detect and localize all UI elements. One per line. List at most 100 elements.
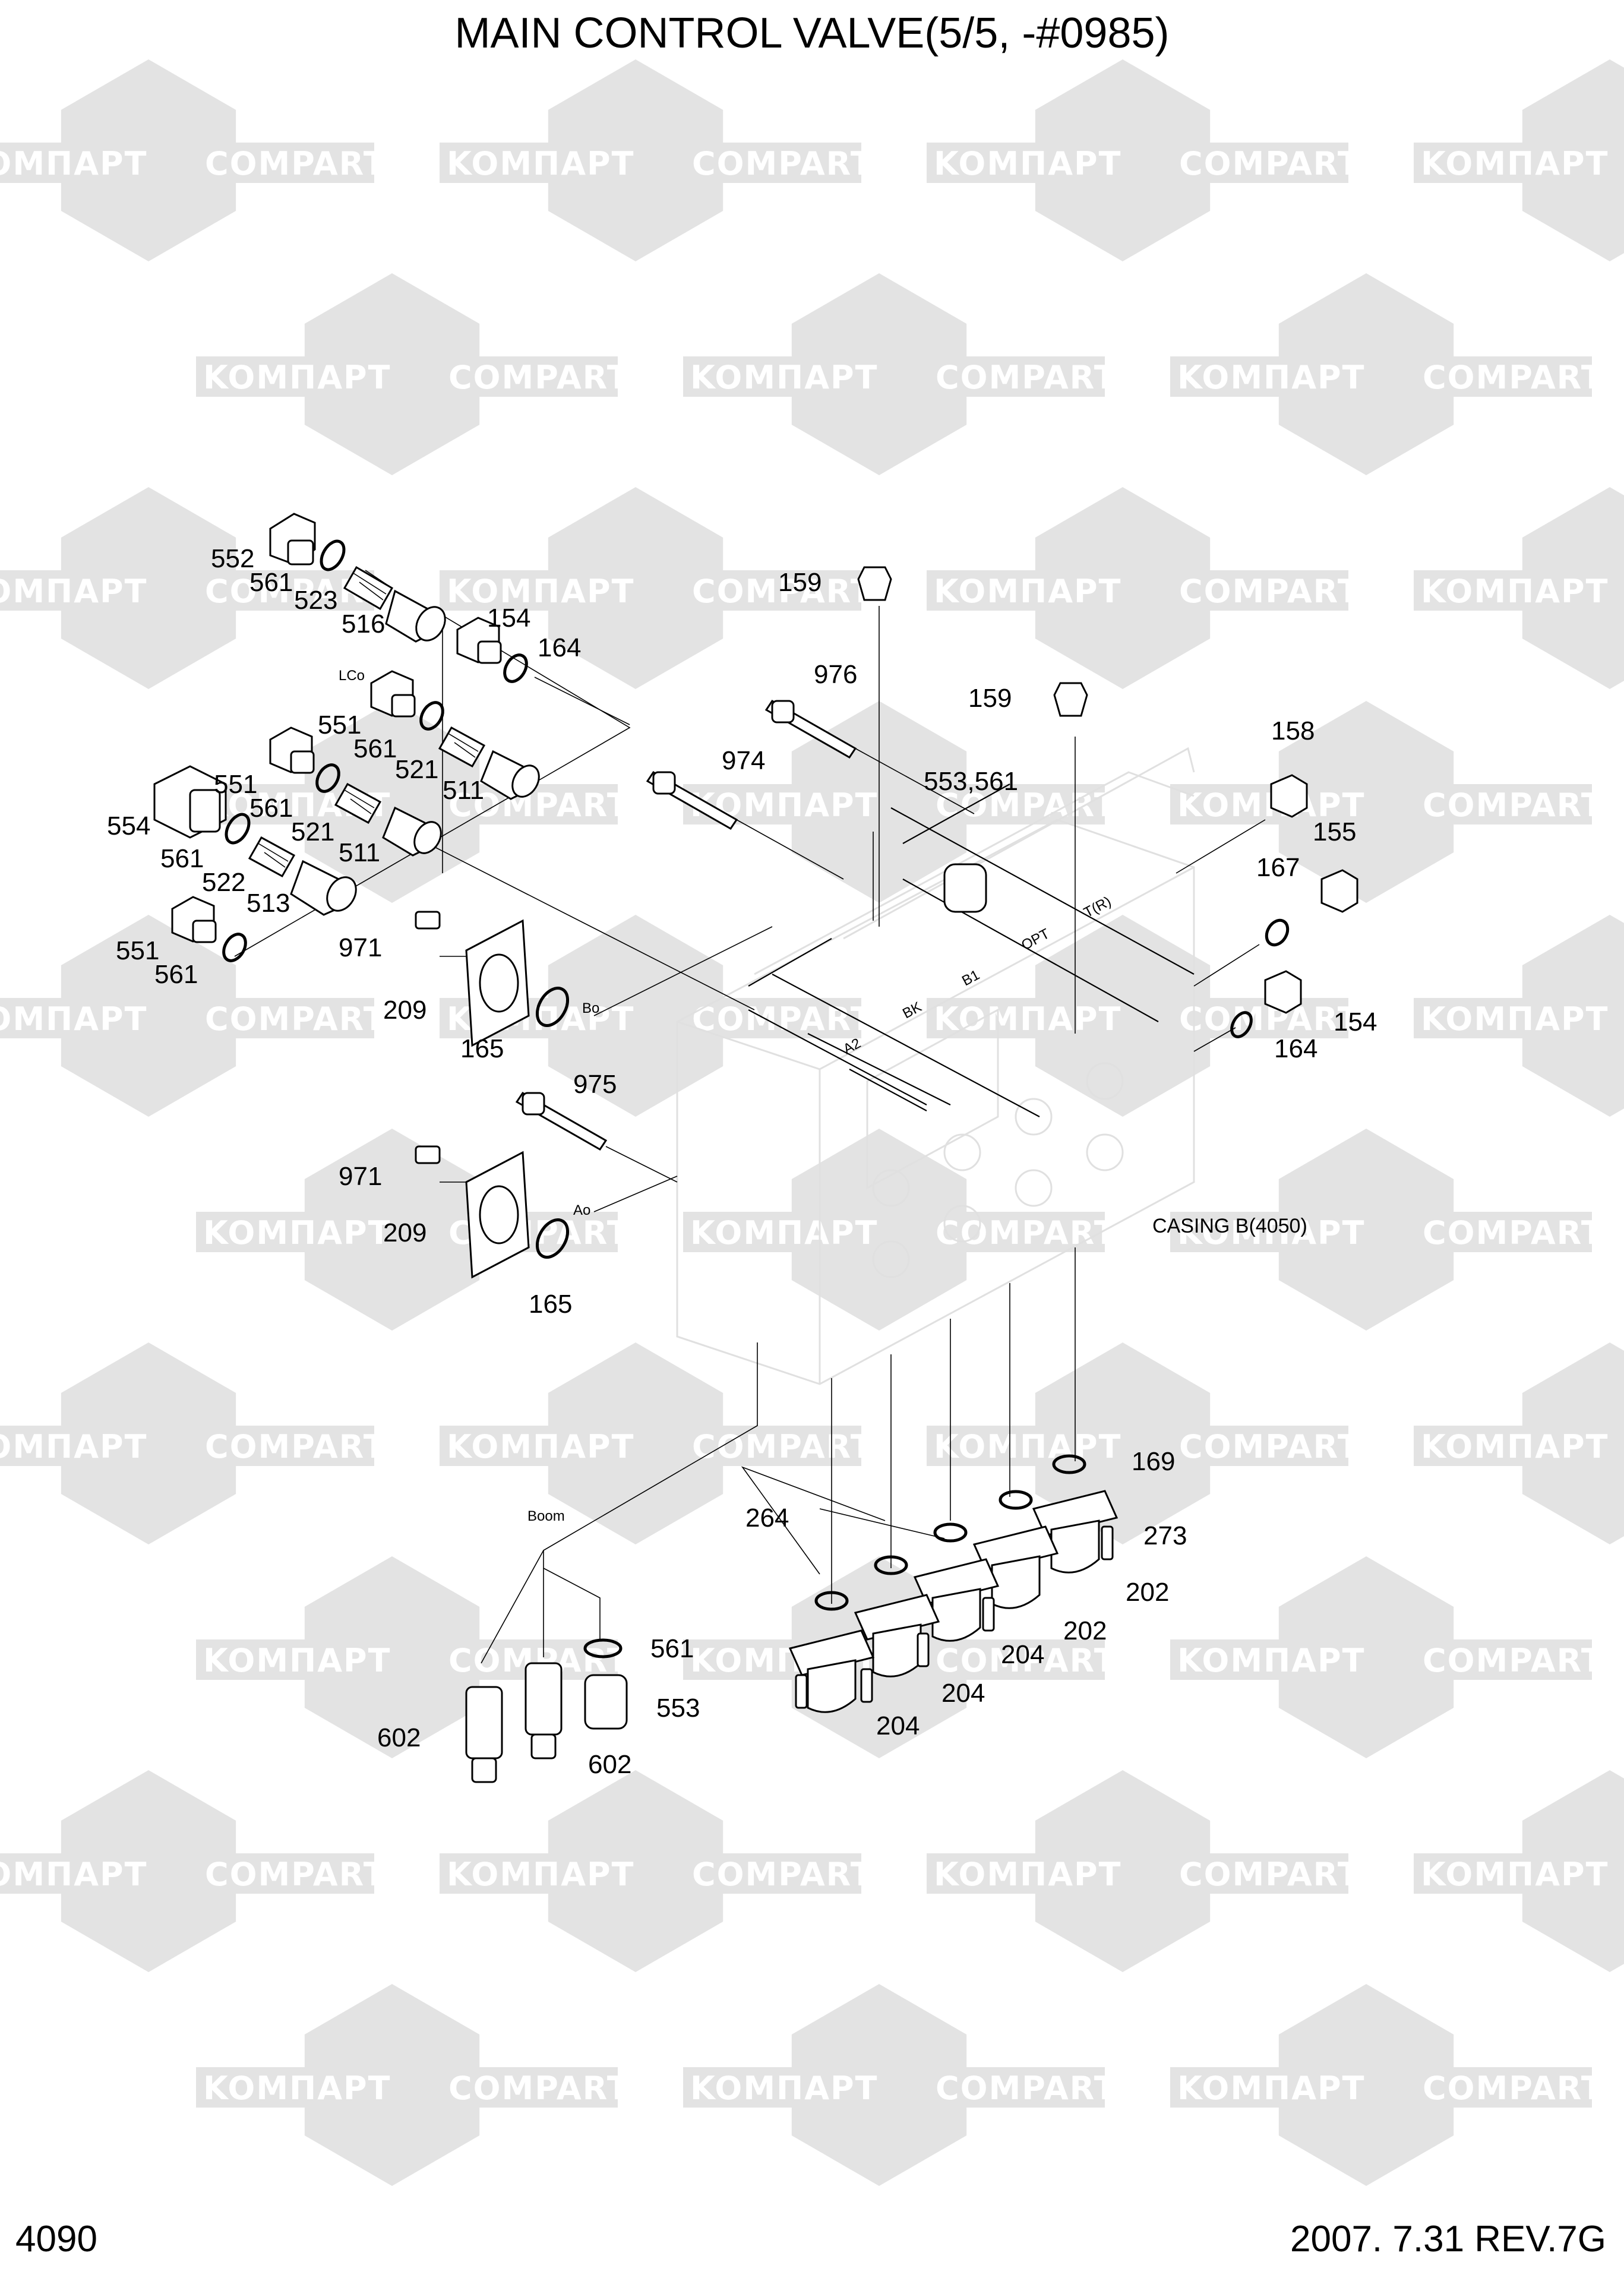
watermark-band xyxy=(1170,1639,1337,1680)
watermark-band xyxy=(1170,2067,1337,2108)
watermark-text: COMPART xyxy=(936,359,1117,396)
watermark-layer: KOMПАРТ COMPART KOMПАРТ COMPART KOMПАРТ COMPA… xyxy=(0,59,1624,2186)
callout-561: 561 xyxy=(353,734,397,763)
watermark-text: KOMПАРТ xyxy=(203,1642,391,1679)
callout-971: 971 xyxy=(339,1162,382,1191)
watermark-hexagon xyxy=(1035,1342,1211,1544)
left-parts-cluster xyxy=(153,513,540,962)
watermark-text: COMPART xyxy=(205,1428,387,1465)
watermark-text: KOMПАРТ xyxy=(934,1856,1121,1893)
watermark-band xyxy=(0,570,119,611)
watermark-text: KOMПАРТ xyxy=(690,359,878,396)
callout-155: 155 xyxy=(1313,817,1356,846)
callout-553: 553 xyxy=(656,1694,700,1723)
callout-154: 154 xyxy=(487,604,530,633)
watermark-hexagon xyxy=(548,915,723,1117)
callout-971: 971 xyxy=(339,933,382,962)
port-label-opt: OPT xyxy=(1019,925,1053,953)
watermark-band xyxy=(1170,1853,1348,1894)
callout-511: 511 xyxy=(443,776,484,805)
watermark-text: KOMПАРТ xyxy=(0,1856,147,1893)
watermark-text: COMPART xyxy=(692,573,874,610)
page-title: MAIN CONTROL VALVE(5/5, -#0985) xyxy=(454,10,1170,57)
watermark-text: KOMПАРТ xyxy=(203,2070,391,2107)
watermark-band xyxy=(196,356,362,397)
watermark-text: COMPART xyxy=(936,1214,1117,1252)
callout-164: 164 xyxy=(538,633,581,662)
watermark-text: COMPART xyxy=(936,1642,1117,1679)
watermark-text: COMPART xyxy=(448,359,630,396)
watermark-band xyxy=(0,1853,119,1894)
watermark-text: COMPART xyxy=(1423,359,1604,396)
watermark-hexagon xyxy=(1035,1770,1211,1972)
watermark-band xyxy=(196,1639,362,1680)
watermark-text: COMPART xyxy=(1423,1642,1604,1679)
watermark-band xyxy=(683,356,849,397)
watermark-text: COMPART xyxy=(1423,2070,1604,2107)
watermark-band xyxy=(1170,1212,1337,1252)
watermark-band xyxy=(683,143,861,183)
watermark-band xyxy=(1170,356,1337,397)
callout-554: 554 xyxy=(107,811,150,841)
assembly-label: CASING B(4050) xyxy=(1152,1215,1307,1237)
watermark-text: KOMПАРТ xyxy=(447,1428,634,1465)
watermark-hexagon xyxy=(1278,1556,1454,1758)
watermark-band xyxy=(1414,998,1580,1038)
watermark-band xyxy=(196,998,374,1038)
watermark-text: COMPART xyxy=(692,145,874,182)
watermark-band xyxy=(440,1426,606,1466)
watermark-band xyxy=(1170,570,1348,611)
watermark-band xyxy=(683,1853,861,1894)
callout-975: 975 xyxy=(573,1070,617,1099)
watermark-hexagon xyxy=(1278,1129,1454,1331)
callout-561: 561 xyxy=(249,568,293,597)
watermark-text: COMPART xyxy=(205,1000,387,1038)
watermark-text: COMPART xyxy=(692,1428,874,1465)
watermark-band xyxy=(927,2067,1105,2108)
callout-602: 602 xyxy=(588,1750,631,1779)
callout-521: 521 xyxy=(395,755,438,784)
watermark-hexagon xyxy=(61,59,236,261)
watermark-hexagon xyxy=(61,915,236,1117)
port-label-tr: T(R) xyxy=(1081,893,1114,921)
port-label-boom: Boom xyxy=(527,1508,565,1524)
watermark-band xyxy=(1170,784,1337,824)
watermark-band xyxy=(440,2067,618,2108)
bolts xyxy=(515,566,1088,1151)
watermark-band xyxy=(196,1212,362,1252)
port-label-ao: Ao xyxy=(573,1202,590,1218)
watermark-text: KOMПАРТ xyxy=(1421,1428,1609,1465)
watermark-text: KOMПАРТ xyxy=(1421,145,1609,182)
watermark-hexagon xyxy=(791,273,967,475)
watermark-hexagon xyxy=(548,1770,723,1972)
watermark-text: KOMПАРТ xyxy=(1177,1642,1365,1679)
watermark-band xyxy=(1414,143,1580,183)
watermark-band xyxy=(1414,784,1592,824)
watermark-band xyxy=(683,998,861,1038)
callout-209: 209 xyxy=(383,996,426,1025)
callout-labels: 552 561 523 516 154 164 551 561 521 511 … xyxy=(107,544,1377,1779)
watermark-band xyxy=(1414,356,1592,397)
watermark-hexagon xyxy=(304,273,480,475)
callout-158: 158 xyxy=(1271,716,1315,745)
watermark-tile: KOMПАРТ COMPART xyxy=(683,273,1117,475)
callout-165: 165 xyxy=(529,1290,572,1319)
watermark-band xyxy=(0,1426,119,1466)
callout-204: 204 xyxy=(876,1711,920,1740)
watermark-text: KOMПАРТ xyxy=(1177,2070,1365,2107)
callout-204: 204 xyxy=(1001,1640,1044,1669)
watermark-text: COMPART xyxy=(692,1856,874,1893)
